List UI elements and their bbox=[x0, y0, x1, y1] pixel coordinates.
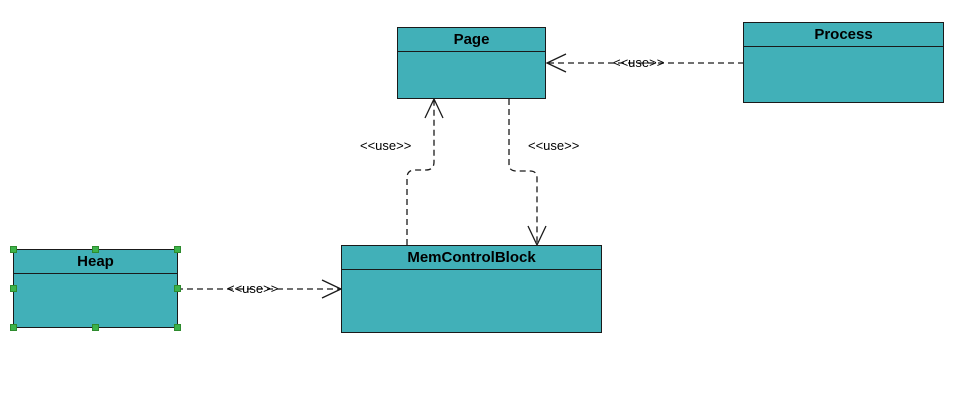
resize-handle-e[interactable] bbox=[174, 285, 181, 292]
class-process-name: Process bbox=[744, 23, 943, 47]
resize-handle-w[interactable] bbox=[10, 285, 17, 292]
label-page-to-mcb: <<use>> bbox=[528, 138, 580, 153]
class-heap[interactable]: Heap bbox=[13, 249, 178, 328]
label-mcb-to-page: <<use>> bbox=[360, 138, 412, 153]
resize-handle-s[interactable] bbox=[92, 324, 99, 331]
resize-handle-ne[interactable] bbox=[174, 246, 181, 253]
resize-handle-se[interactable] bbox=[174, 324, 181, 331]
label-heap-to-mcb: <<use>> bbox=[227, 281, 279, 296]
resize-handle-sw[interactable] bbox=[10, 324, 17, 331]
class-page[interactable]: Page bbox=[397, 27, 546, 99]
class-process[interactable]: Process bbox=[743, 22, 944, 103]
dependency-page-to-mcb[interactable] bbox=[508, 99, 547, 247]
class-memcontrolblock[interactable]: MemControlBlock bbox=[341, 245, 602, 333]
dependency-mcb-to-page[interactable] bbox=[406, 97, 444, 245]
class-page-name: Page bbox=[398, 28, 545, 52]
resize-handle-n[interactable] bbox=[92, 246, 99, 253]
label-process-to-page: <<use>> bbox=[613, 55, 665, 70]
resize-handle-nw[interactable] bbox=[10, 246, 17, 253]
class-heap-name: Heap bbox=[14, 250, 177, 274]
class-memcontrolblock-name: MemControlBlock bbox=[342, 246, 601, 270]
dependency-process-to-page[interactable] bbox=[545, 53, 744, 73]
